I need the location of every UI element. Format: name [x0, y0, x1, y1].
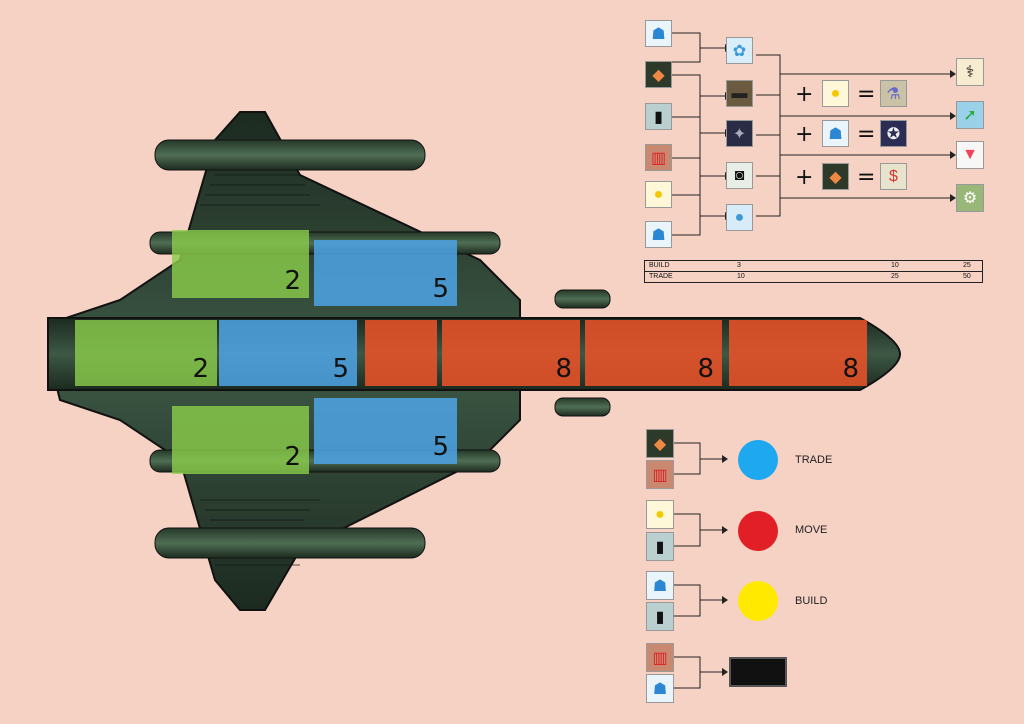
ship-zone-upper-left[interactable]: 2	[172, 230, 309, 298]
radio-icon: ◙	[726, 162, 753, 189]
duck-icon: ●	[646, 500, 674, 529]
ship-zone-lower-left[interactable]: 2	[172, 406, 309, 474]
rabbit-icon: ✿	[726, 37, 753, 64]
trade-color-dot	[738, 440, 778, 480]
cost-table: BUILD 3 10 25 TRADE 10 25 50	[644, 260, 983, 283]
table-row: BUILD 3 10 25	[645, 261, 982, 272]
table-cell: 50	[963, 273, 971, 280]
ship-zone-center-b[interactable]: 8	[442, 320, 580, 386]
ship-zone-center-c[interactable]: 8	[585, 320, 722, 386]
black-block	[729, 657, 787, 687]
table-row: TRADE 10 25 50	[645, 272, 982, 282]
tablet-icon: ▮	[645, 103, 672, 130]
robot-icon: ☗	[646, 674, 674, 703]
row-label: TRADE	[649, 273, 673, 280]
ship-zone-upper-mid[interactable]: 5	[314, 240, 457, 306]
ship-zone-center-a[interactable]	[365, 320, 437, 386]
bird-icon: ●	[726, 204, 753, 231]
gems-icon: ◆	[646, 429, 674, 458]
caduceus-icon: ⚕	[956, 58, 984, 86]
tablet-icon: ▮	[646, 602, 674, 631]
robot-icon: ☗	[645, 221, 672, 248]
plus-sign: +	[795, 82, 814, 107]
gems-icon: ◆	[645, 61, 672, 88]
phone-booth-icon: ▥	[646, 460, 674, 489]
duck-icon: ●	[645, 181, 672, 208]
table-cell: 3	[737, 262, 741, 269]
gear-head-icon: ⚙	[956, 184, 984, 212]
robot-icon: ☗	[646, 571, 674, 600]
equals-sign: =	[857, 122, 876, 147]
robot-icon: ☗	[645, 20, 672, 47]
move-color-dot	[738, 511, 778, 551]
ship-zone-center-left[interactable]: 2	[75, 320, 217, 386]
ship-zone-center-mid[interactable]: 5	[219, 320, 357, 386]
shirt-icon: ▼	[956, 141, 984, 169]
ship-zone-lower-mid[interactable]: 5	[314, 398, 457, 464]
tablet-icon: ▮	[646, 532, 674, 561]
cart-icon: ▬	[726, 80, 753, 107]
legend-label-build: BUILD	[795, 595, 828, 607]
table-cell: 10	[737, 273, 745, 280]
money-icon: $	[880, 163, 907, 190]
dog-icon: ✪	[880, 120, 907, 147]
plus-sign: +	[795, 122, 814, 147]
legend-label-trade: TRADE	[795, 454, 833, 466]
ship-zone-nose[interactable]: 8	[729, 320, 867, 386]
build-color-dot	[738, 581, 778, 621]
phone-booth-icon: ▥	[646, 643, 674, 672]
equals-sign: =	[857, 82, 876, 107]
plus-sign: +	[795, 165, 814, 190]
legend-label-move: MOVE	[795, 524, 828, 536]
phone-booth-icon: ▥	[645, 144, 672, 171]
table-cell: 10	[891, 262, 899, 269]
satellite-icon: ✦	[726, 120, 753, 147]
table-cell: 25	[891, 273, 899, 280]
robot-icon: ☗	[822, 120, 849, 147]
equals-sign: =	[857, 165, 876, 190]
row-label: BUILD	[649, 262, 670, 269]
rocket-icon: ➚	[956, 101, 984, 129]
table-cell: 25	[963, 262, 971, 269]
gems-icon: ◆	[822, 163, 849, 190]
duck-icon: ●	[822, 80, 849, 107]
potion-icon: ⚗	[880, 80, 907, 107]
